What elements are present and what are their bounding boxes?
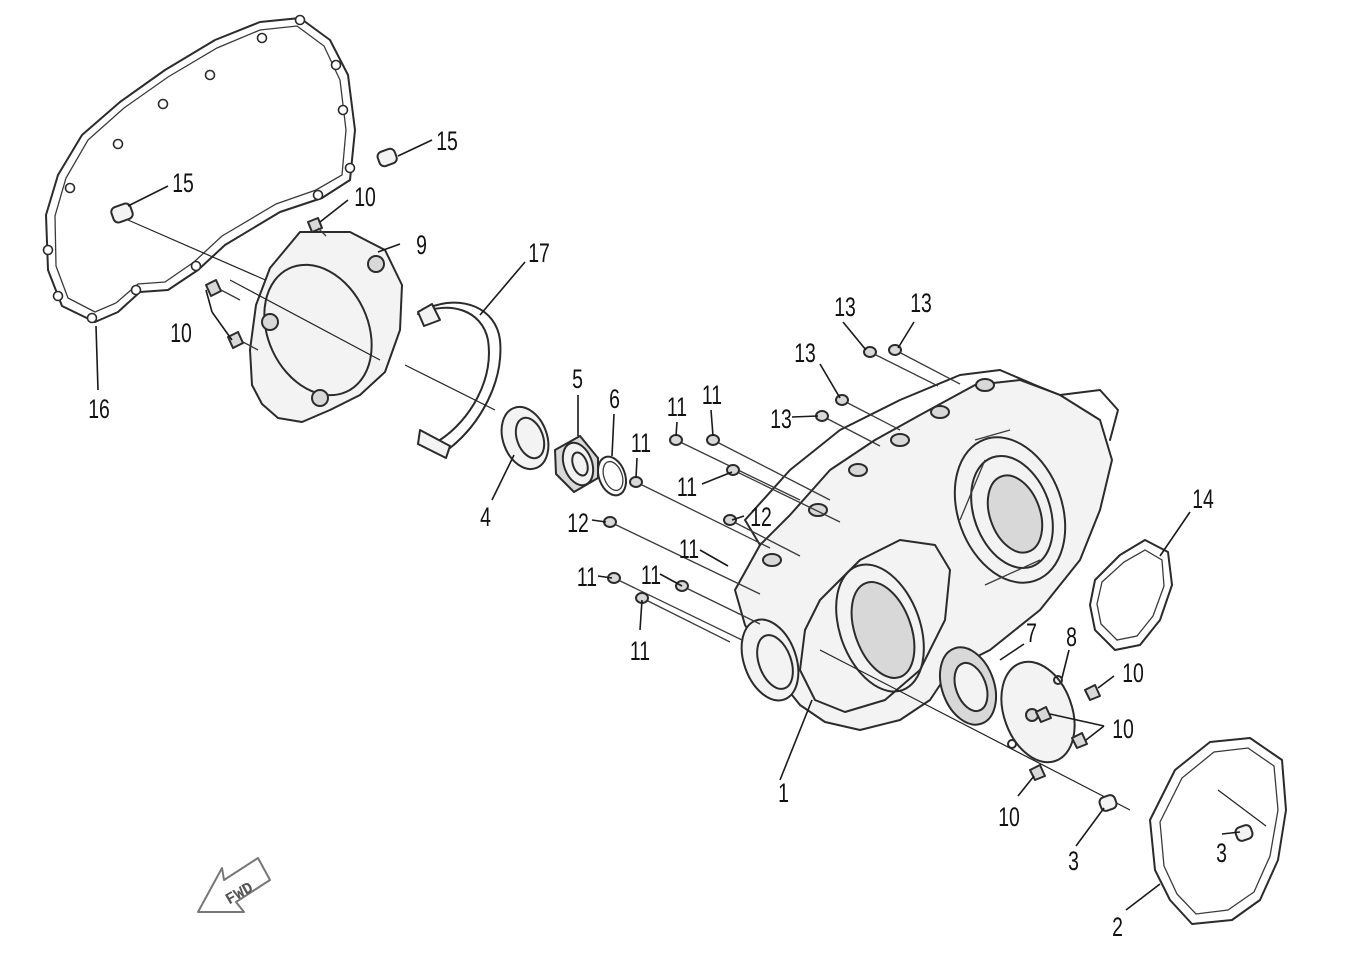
screw-10-plate-b <box>205 279 241 301</box>
callout-3-left: 3 <box>1068 846 1079 876</box>
bearing-7 <box>938 646 998 726</box>
callout-2: 2 <box>1112 912 1123 942</box>
screw-10-right-a <box>1084 684 1101 701</box>
dowel-pin-3-right <box>1234 824 1254 842</box>
callout-11-h: 11 <box>630 636 650 666</box>
seal-strip-17 <box>404 301 502 459</box>
callout-16: 16 <box>88 394 110 424</box>
screw-10-plate-a <box>307 217 327 237</box>
forward-direction-arrow: FWD <box>197 857 271 913</box>
callout-6: 6 <box>609 384 620 414</box>
callout-11-f: 11 <box>577 562 597 592</box>
dowel-pin-3-left <box>1098 794 1118 812</box>
callout-13-a: 13 <box>834 292 856 322</box>
callout-1: 1 <box>778 778 789 808</box>
leader-lines <box>95 139 1241 911</box>
outer-cover-gasket-16 <box>42 14 356 324</box>
o-ring-6 <box>596 455 628 497</box>
callout-11-e: 11 <box>679 534 699 564</box>
dowel-pin-15-upper <box>376 147 398 168</box>
screw-10-plate-c <box>227 331 259 351</box>
callout-3-right: 3 <box>1216 838 1227 868</box>
callout-8: 8 <box>1066 622 1077 652</box>
oil-seal-4 <box>500 406 550 470</box>
callout-numbers: 1 2 3 3 4 5 6 7 8 9 10 10 10 10 10 11 11… <box>88 126 1227 942</box>
screw-10-right-c <box>1071 732 1088 749</box>
callout-10-right-middle: 10 <box>1112 714 1134 744</box>
callout-10-right-upper: 10 <box>1122 658 1144 688</box>
bearing-5 <box>554 435 599 493</box>
rear-gasket-2 <box>1149 737 1287 925</box>
callout-17: 17 <box>528 238 550 268</box>
screw-10-right-b <box>1035 706 1052 723</box>
callout-4: 4 <box>480 502 491 532</box>
long-bolts <box>603 344 961 643</box>
bearing-plate-9 <box>229 231 403 423</box>
callout-10-top: 10 <box>354 182 376 212</box>
callout-12-right: 12 <box>750 502 772 532</box>
callout-11-a: 11 <box>667 392 687 422</box>
callout-11-g: 11 <box>641 560 661 590</box>
callout-12-left: 12 <box>567 508 589 538</box>
callout-11-d: 11 <box>677 472 697 502</box>
callout-10-left: 10 <box>170 318 192 348</box>
callout-13-b: 13 <box>910 288 932 318</box>
callout-14: 14 <box>1192 484 1214 514</box>
callout-13-c: 13 <box>794 338 816 368</box>
callout-11-b: 11 <box>702 380 722 410</box>
callout-5: 5 <box>572 364 583 394</box>
cover-gasket-14 <box>1089 539 1173 651</box>
callout-15-lower: 15 <box>172 168 194 198</box>
callout-11-c: 11 <box>631 428 651 458</box>
callout-10-right-lower: 10 <box>998 802 1020 832</box>
callout-15-upper: 15 <box>436 126 458 156</box>
callout-9: 9 <box>416 230 427 260</box>
callout-13-d: 13 <box>770 404 792 434</box>
dowel-pin-15-lower <box>110 202 134 224</box>
callout-7: 7 <box>1026 618 1037 648</box>
main-housing-1 <box>734 369 1119 731</box>
